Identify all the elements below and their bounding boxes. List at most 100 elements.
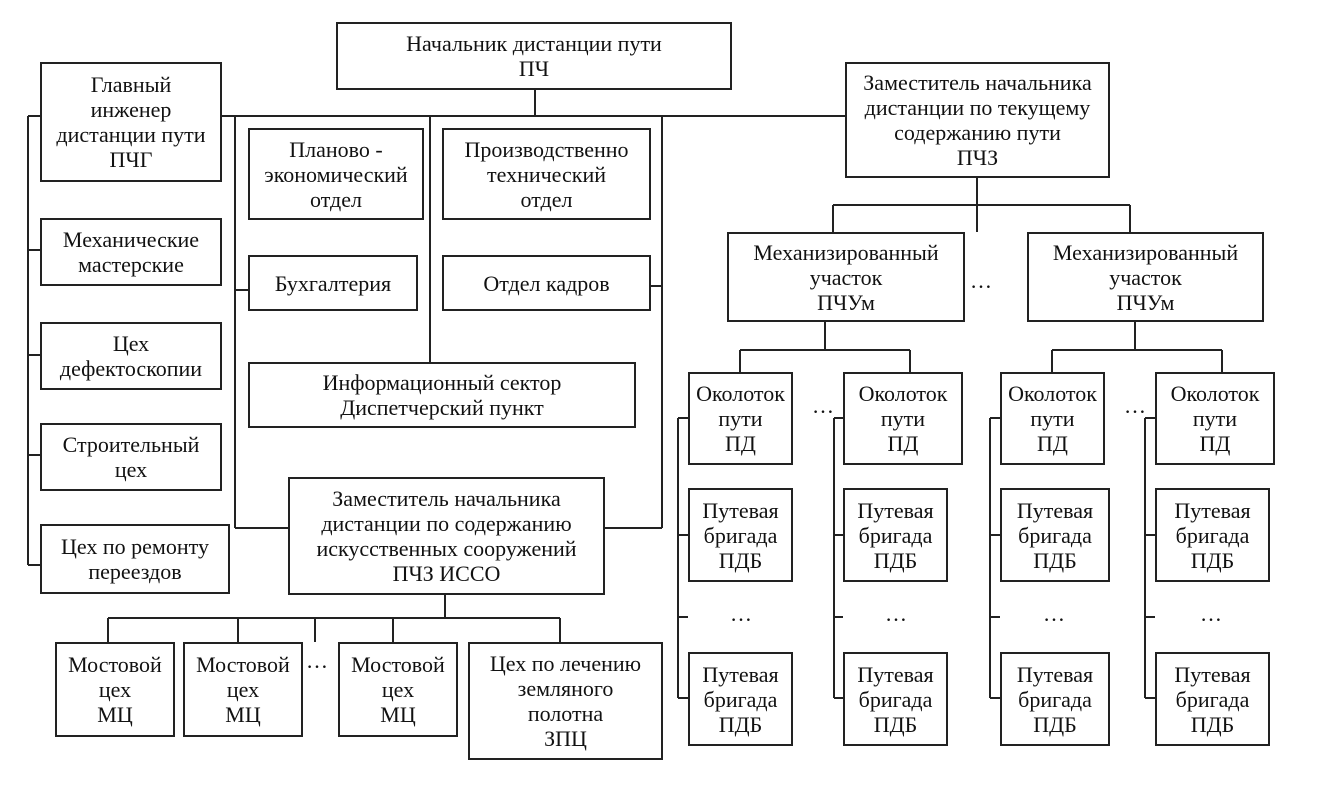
bridge-shop-3-line-2: цех [381, 677, 415, 702]
crossing-shop-line-2: переездов [88, 559, 182, 584]
brigades-2-ellipsis: … [885, 601, 907, 626]
chief-engineer-box: Главный инженер дистанции пути ПЧГ [40, 62, 222, 182]
track-district-1-line-3: ПД [725, 431, 756, 456]
production-dept-box: Производственно технический отдел [442, 128, 651, 220]
track-brigade-1b-line-1: Путевая [702, 661, 779, 687]
track-brigade-1a-line-2: бригада [703, 522, 778, 548]
track-district-1-box: Околоток пути ПД [688, 372, 793, 465]
track-district-2-box: Околоток пути ПД [843, 372, 963, 465]
track-brigade-4a-line-3: ПДБ [1190, 547, 1235, 573]
track-brigade-2a-line-3: ПДБ [873, 547, 918, 573]
mech-workshops-line-2: мастерские [78, 252, 184, 277]
track-brigade-4a-line-2: бригада [1175, 522, 1250, 548]
deputy-current-line-2: дистанции по текущему [864, 95, 1091, 120]
track-district-2-line-1: Околоток [858, 381, 948, 406]
mech-sections-ellipsis: … [970, 268, 992, 293]
info-sector-line-2: Диспетчерский пункт [340, 395, 544, 420]
track-district-2-line-2: пути [880, 406, 926, 431]
deputy-isso-line-4: ПЧЗ ИССО [392, 561, 501, 586]
track-brigade-1b-line-3: ПДБ [718, 711, 763, 737]
deputy-current-line-1: Заместитель начальника [863, 70, 1092, 95]
track-district-2-line-3: ПД [887, 431, 919, 456]
hr-dept-label: Отдел кадров [483, 270, 610, 296]
track-brigade-2a-line-1: Путевая [857, 497, 934, 523]
earthwork-shop-line-2: земляного [517, 676, 614, 701]
bridge-shop-3-line-1: Мостовой [351, 652, 445, 677]
earthwork-shop-line-3: полотна [527, 701, 604, 726]
track-district-3-line-1: Околоток [1008, 381, 1097, 406]
track-brigade-1a-box: Путевая бригада ПДБ [688, 488, 793, 582]
bridge-shop-1-line-2: цех [98, 677, 132, 702]
track-brigade-2b-line-1: Путевая [857, 661, 934, 687]
track-brigade-4b-box: Путевая бригада ПДБ [1155, 652, 1270, 746]
track-brigade-3a-line-2: бригада [1018, 522, 1092, 548]
track-brigade-4b-line-2: бригада [1175, 686, 1250, 712]
planning-dept-line-3: отдел [310, 186, 362, 212]
bridge-shop-2-box: Мостовой цех МЦ [183, 642, 303, 737]
track-brigade-3b-line-2: бригада [1018, 686, 1092, 712]
deputy-isso-box: Заместитель начальника дистанции по соде… [288, 477, 605, 595]
info-sector-box: Информационный сектор Диспетчерский пунк… [248, 362, 636, 428]
mech-section-2-line-1: Механизированный [1052, 239, 1239, 265]
track-district-1-line-2: пути [718, 406, 763, 431]
bridge-shop-3-box: Мостовой цех МЦ [338, 642, 458, 737]
track-district-3-line-2: пути [1030, 406, 1075, 431]
earthwork-shop-line-1: Цех по лечению [489, 651, 642, 676]
info-sector-line-1: Информационный сектор [322, 370, 562, 395]
bridge-shop-1-line-1: Мостовой [68, 652, 162, 677]
track-brigade-2b-box: Путевая бригада ПДБ [843, 652, 948, 746]
brigades-3-ellipsis: … [1043, 601, 1065, 626]
track-brigade-3a-line-3: ПДБ [1033, 547, 1077, 573]
districts-1-ellipsis: … [812, 393, 834, 418]
track-brigade-4a-box: Путевая бригада ПДБ [1155, 488, 1270, 582]
bridge-shop-2-line-1: Мостовой [196, 652, 290, 677]
chief-engineer-line-2: инженер [90, 97, 172, 122]
track-brigade-3b-line-3: ПДБ [1033, 711, 1077, 737]
deputy-current-line-3: содержанию пути [894, 120, 1061, 145]
brigades-1-ellipsis: … [730, 601, 752, 626]
track-brigade-3a-box: Путевая бригада ПДБ [1000, 488, 1110, 582]
mech-section-1-line-1: Механизированный [753, 239, 939, 265]
defect-shop-line-2: дефектоскопии [59, 356, 203, 381]
crossing-shop-box: Цех по ремонту переездов [40, 524, 230, 594]
head-line-2: ПЧ [518, 56, 550, 81]
track-brigade-2b-line-3: ПДБ [873, 711, 918, 737]
track-brigade-3a-line-1: Путевая [1016, 497, 1094, 523]
mech-workshops-box: Механические мастерские [40, 218, 222, 286]
bridge-shop-3-line-3: МЦ [380, 702, 416, 727]
accounting-box: Бухгалтерия [248, 255, 418, 311]
districts-2-ellipsis: … [1124, 393, 1146, 418]
mech-section-2-line-3: ПЧУм [1116, 289, 1175, 315]
deputy-current-box: Заместитель начальника дистанции по теку… [845, 62, 1110, 178]
accounting-label: Бухгалтерия [274, 270, 392, 296]
track-brigade-2a-box: Путевая бригада ПДБ [843, 488, 948, 582]
track-brigade-3b-box: Путевая бригада ПДБ [1000, 652, 1110, 746]
crossing-shop-line-1: Цех по ремонту [61, 534, 209, 559]
deputy-isso-line-3: искусственных сооружений [316, 536, 577, 561]
brigades-4-ellipsis: … [1200, 601, 1222, 626]
mech-workshops-line-1: Механические [62, 227, 200, 252]
mech-section-2-line-2: участок [1109, 264, 1182, 290]
chief-engineer-line-4: ПЧГ [109, 147, 153, 172]
track-brigade-2a-line-2: бригада [858, 522, 933, 548]
mech-section-2-box: Механизированный участок ПЧУм [1027, 232, 1264, 322]
bridge-shop-2-line-3: МЦ [225, 702, 261, 727]
track-brigade-4b-line-3: ПДБ [1190, 711, 1235, 737]
track-brigade-4b-line-1: Путевая [1174, 661, 1251, 687]
earthwork-shop-box: Цех по лечению земляного полотна ЗПЦ [468, 642, 663, 760]
production-dept-line-2: технический [486, 161, 606, 187]
bridge-shops-ellipsis: … [306, 648, 328, 673]
mech-section-1-box: Механизированный участок ПЧУм [727, 232, 965, 322]
deputy-isso-line-2: дистанции по содержанию [321, 511, 572, 536]
bridge-shop-1-box: Мостовой цех МЦ [55, 642, 175, 737]
deputy-current-line-4: ПЧЗ [956, 145, 999, 170]
track-brigade-2b-line-2: бригада [858, 686, 933, 712]
mech-section-1-line-2: участок [809, 264, 883, 290]
defect-shop-line-1: Цех [112, 331, 150, 356]
mech-section-1-line-3: ПЧУм [817, 289, 875, 315]
chief-engineer-line-1: Главный [90, 72, 172, 97]
track-district-4-line-1: Околоток [1170, 381, 1260, 406]
construction-shop-line-2: цех [114, 457, 148, 482]
bridge-shop-2-line-2: цех [226, 677, 260, 702]
head-line-1: Начальник дистанции пути [406, 31, 662, 56]
